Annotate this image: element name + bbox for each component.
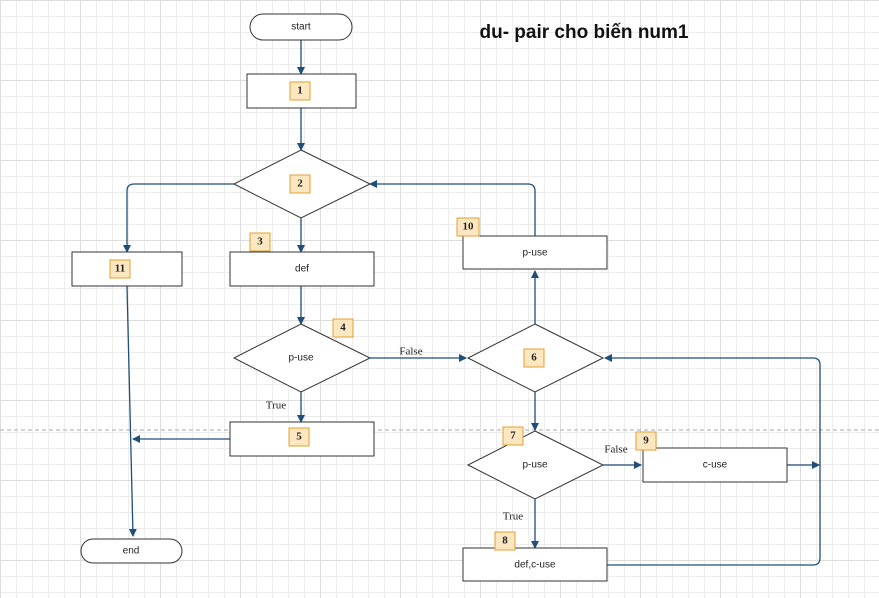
edges — [123, 40, 821, 566]
node-5[interactable]: 5 — [229, 421, 375, 457]
svg-text:7: 7 — [510, 430, 516, 442]
node-8-label: def,c-use — [514, 560, 556, 571]
node-start-label: start — [291, 22, 311, 33]
node-2-badge: 2 — [289, 174, 311, 194]
node-11-badge: 11 — [109, 259, 131, 279]
node-11[interactable]: 11 — [71, 251, 183, 287]
node-4-label: p-use — [288, 353, 313, 364]
diagram-title: du- pair cho biến num1 — [479, 22, 688, 43]
svg-text:4: 4 — [340, 322, 346, 334]
svg-text:3: 3 — [257, 236, 263, 248]
node-9-label: c-use — [703, 460, 728, 471]
node-2[interactable]: 2 — [232, 149, 372, 219]
node-9[interactable]: c-use 9 — [635, 431, 788, 483]
node-3-badge: 3 — [249, 232, 271, 252]
edge-8-6 — [604, 354, 821, 566]
node-7-label: p-use — [522, 460, 547, 471]
svg-text:5: 5 — [296, 431, 302, 443]
node-9-badge: 9 — [635, 431, 657, 451]
edge-label-false-4: False — [399, 346, 422, 358]
node-6[interactable]: 6 — [466, 323, 605, 393]
edge-label-false-7: False — [604, 444, 627, 456]
svg-text:10: 10 — [463, 221, 475, 233]
svg-text:8: 8 — [502, 535, 508, 547]
node-8-badge: 8 — [494, 531, 516, 551]
node-7[interactable]: p-use 7 — [466, 426, 605, 500]
svg-text:11: 11 — [115, 263, 125, 275]
edge-10-2 — [369, 180, 536, 236]
node-1[interactable]: 1 — [246, 73, 357, 109]
node-start[interactable]: start — [249, 13, 353, 41]
svg-text:6: 6 — [531, 352, 537, 364]
node-3[interactable]: def 3 — [229, 232, 375, 287]
node-1-badge: 1 — [289, 81, 311, 101]
svg-text:2: 2 — [297, 178, 303, 190]
node-6-badge: 6 — [523, 348, 545, 368]
node-5-badge: 5 — [288, 427, 310, 447]
node-4-badge: 4 — [332, 318, 354, 338]
svg-text:1: 1 — [297, 85, 303, 97]
node-10-label: p-use — [522, 248, 547, 259]
svg-text:9: 9 — [643, 435, 649, 447]
node-7-badge: 7 — [502, 426, 524, 446]
node-10[interactable]: p-use 10 — [456, 217, 608, 270]
node-end[interactable]: end — [80, 538, 183, 564]
edge-label-true-4: True — [266, 400, 286, 412]
node-10-badge: 10 — [456, 217, 480, 237]
edge-11-end — [126, 285, 137, 537]
node-4[interactable]: p-use 4 — [232, 318, 372, 393]
node-3-label: def — [295, 264, 309, 275]
edge-2-11 — [123, 183, 234, 253]
edge-label-true-7: True — [503, 511, 523, 523]
node-8[interactable]: def,c-use 8 — [462, 531, 608, 582]
node-end-label: end — [123, 546, 140, 557]
